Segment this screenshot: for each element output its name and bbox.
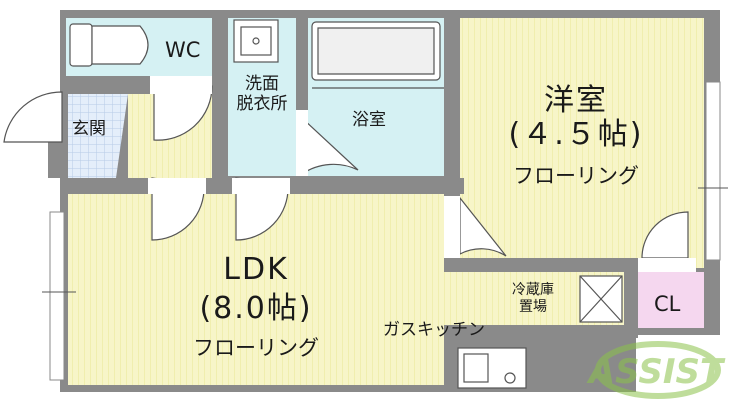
door-frames bbox=[148, 76, 696, 272]
wc-label: WC bbox=[165, 38, 201, 62]
fridge-label-line2: 置場 bbox=[519, 299, 547, 315]
windows bbox=[49, 81, 721, 381]
watermark-text: ASSIST bbox=[586, 352, 726, 392]
ldk-floor-type: フローリング bbox=[193, 336, 319, 360]
washroom-label-line1: 洗面 bbox=[245, 74, 279, 94]
entrance-step bbox=[116, 94, 128, 178]
fridge-label: 冷蔵庫 置場 bbox=[512, 283, 554, 314]
washroom-label: 洗面 脱衣所 bbox=[237, 76, 288, 113]
washroom-label-line2: 脱衣所 bbox=[236, 94, 288, 114]
ldk-floor bbox=[68, 194, 636, 385]
bathtub-fixture bbox=[311, 21, 444, 89]
western-room-size: (４.５帖) bbox=[508, 117, 644, 152]
western-room-floor-type: フローリング bbox=[513, 164, 639, 188]
ldk-size: (8.0帖) bbox=[199, 291, 313, 326]
fridge-label-line1: 冷蔵庫 bbox=[512, 282, 554, 298]
entrance-floor bbox=[68, 94, 128, 178]
western-room-name: 洋室 bbox=[544, 83, 608, 118]
bath-label: 浴室 bbox=[352, 110, 386, 130]
toilet-fixture bbox=[69, 23, 149, 67]
kitchen-counter bbox=[457, 347, 527, 389]
ldk-name: LDK bbox=[223, 252, 289, 287]
washbasin-fixture bbox=[233, 19, 279, 63]
closet-label: CL bbox=[654, 292, 681, 316]
kitchen-label: ガスキッチン bbox=[383, 320, 485, 340]
watermark-logo: ASSIST bbox=[586, 341, 726, 399]
entrance-label: 玄関 bbox=[72, 119, 106, 139]
fridge-space bbox=[579, 275, 623, 323]
closet-floor bbox=[638, 272, 704, 328]
